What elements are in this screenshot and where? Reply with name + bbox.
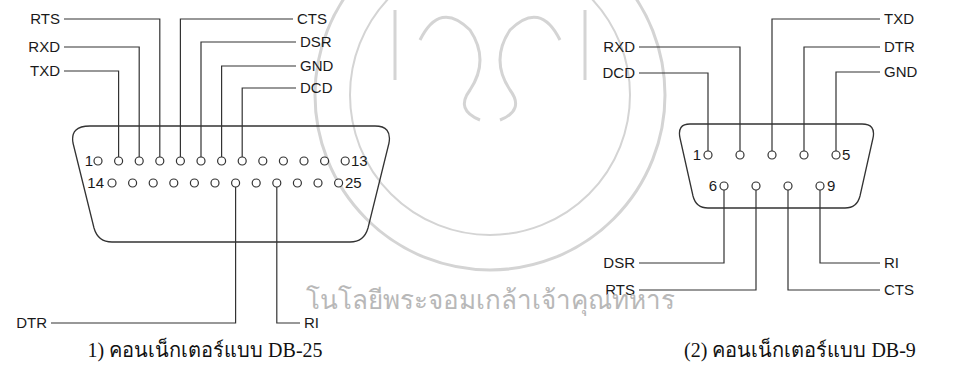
pin-hole xyxy=(832,151,840,159)
pin-number: 13 xyxy=(351,152,368,170)
pin-number: 25 xyxy=(345,174,362,192)
pin-hole xyxy=(273,179,281,187)
signal-label: DCD xyxy=(603,64,636,82)
signal-label: TXD xyxy=(30,62,60,80)
signal-label: RXD xyxy=(28,38,60,56)
pin-number: 14 xyxy=(87,174,104,192)
signal-label: TXD xyxy=(884,10,914,28)
pin-number: 5 xyxy=(842,146,850,164)
pin-hole xyxy=(720,182,728,190)
caption: (2) คอนเน็กเตอร์แบบ DB-9 xyxy=(684,338,916,362)
watermark: โนโลยีพระจอมเกล้าเจ้าคุณทหาร xyxy=(306,285,675,315)
pin-number: 1 xyxy=(85,152,93,170)
pin-number: 6 xyxy=(709,177,717,195)
pin-hole xyxy=(768,151,776,159)
pin-hole xyxy=(190,179,198,187)
pin-hole xyxy=(704,151,712,159)
pin-hole xyxy=(341,157,349,165)
signal-label: GND xyxy=(884,63,917,81)
pin-hole xyxy=(115,157,123,165)
pin-hole xyxy=(238,157,246,165)
pin-hole xyxy=(314,179,322,187)
pin-number: 1 xyxy=(693,146,701,164)
pin-hole xyxy=(816,182,824,190)
pin-hole xyxy=(129,179,137,187)
pin-holes xyxy=(94,151,840,190)
pin-hole xyxy=(232,179,240,187)
pin-hole xyxy=(335,179,343,187)
signal-label: DSR xyxy=(603,254,635,272)
leader-lines xyxy=(51,19,880,323)
pin-hole xyxy=(135,157,143,165)
pin-hole xyxy=(736,151,744,159)
db25-shell xyxy=(73,126,390,242)
signal-label: CTS xyxy=(297,10,327,28)
caption: 1) คอนเน็กเตอร์แบบ DB-25 xyxy=(87,338,322,362)
signal-label: RI xyxy=(304,314,319,332)
pin-hole xyxy=(293,179,301,187)
pin-hole xyxy=(321,157,329,165)
pin-number: 9 xyxy=(827,177,835,195)
pin-hole xyxy=(108,179,116,187)
pin-hole xyxy=(752,182,760,190)
pin-hole xyxy=(94,157,102,165)
signal-label: DTR xyxy=(884,38,915,56)
pin-hole xyxy=(279,157,287,165)
signal-label: RI xyxy=(884,254,899,272)
pin-hole xyxy=(170,179,178,187)
signal-label: RTS xyxy=(30,10,60,28)
signal-label: DCD xyxy=(300,79,333,97)
pin-hole xyxy=(300,157,308,165)
pin-hole xyxy=(259,157,267,165)
pin-hole xyxy=(218,157,226,165)
pin-hole xyxy=(176,157,184,165)
pin-hole xyxy=(197,157,205,165)
signal-label: DSR xyxy=(300,33,332,51)
pin-hole xyxy=(149,179,157,187)
signal-label: CTS xyxy=(884,281,914,299)
signal-label: RXD xyxy=(603,38,635,56)
pin-hole xyxy=(784,182,792,190)
signal-label: DTR xyxy=(16,314,47,332)
pin-hole xyxy=(252,179,260,187)
pin-hole xyxy=(800,151,808,159)
pin-hole xyxy=(211,179,219,187)
signal-label: GND xyxy=(300,57,333,75)
pin-hole xyxy=(156,157,164,165)
